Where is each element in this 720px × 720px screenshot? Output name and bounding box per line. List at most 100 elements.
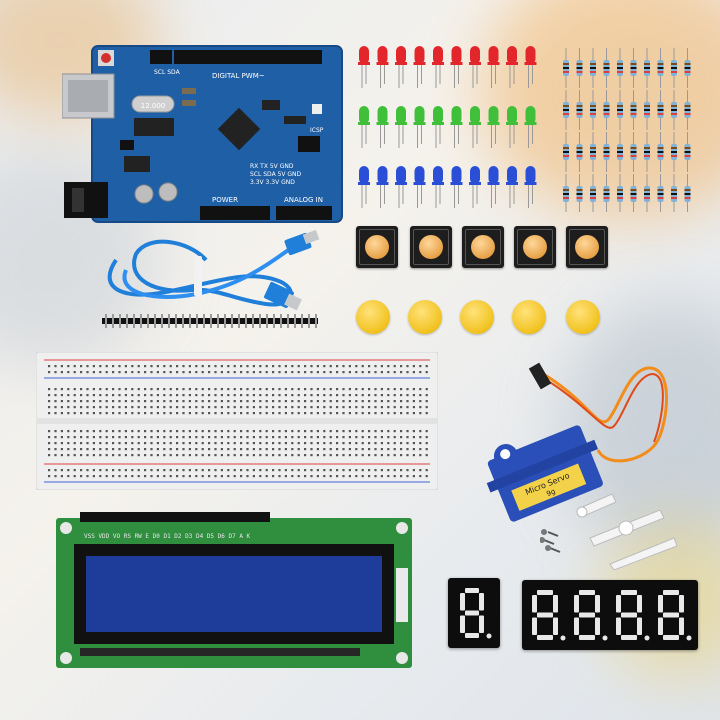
resistor [684,132,691,172]
resistor [671,48,677,88]
red-led [469,46,481,88]
green-led [395,106,407,148]
resistor [603,48,610,88]
resistor [657,132,664,172]
usb-cable [107,230,320,311]
crystal-label: 12.000 [141,102,166,110]
seven-segment-4-digit [522,580,698,650]
blue-led [506,166,518,208]
green-led [358,106,370,148]
green-led [524,106,537,148]
resistor [684,90,691,130]
red-led [432,46,444,88]
resistor [617,48,623,88]
lcd-1602: VSS VDD VO RS RW E D0 D1 D2 D3 D4 D5 D6 … [56,512,412,668]
arduino-board: 12.000 DIGITAL PWM~ SCL SDA ICSP POWER A… [62,45,343,223]
resistor [617,90,623,130]
servo-label-line2: 9g [545,487,556,498]
micro-servo: Micro Servo 9g [486,362,669,522]
blue-led [487,166,500,208]
green-led [506,106,518,148]
green-led [487,106,500,148]
green-led [432,106,444,148]
blue-led [413,166,426,208]
lcd-pin-labels: VSS VDD VO RS RW E D0 D1 D2 D3 D4 D5 D6 … [84,533,251,540]
resistor [603,90,610,130]
button-cap [408,300,442,334]
blue-led [450,166,463,208]
resistor [630,174,637,212]
red-led [450,46,463,88]
silk-rx-tx-row: RX TX 5V GND [250,163,294,170]
button-cap [356,300,390,334]
red-led [487,46,500,88]
blue-led [358,166,370,208]
blue-led [376,166,389,208]
resistor [576,90,583,130]
seven-segment-1-digit [448,578,500,648]
resistor [603,174,610,212]
resistor [644,90,650,130]
silk-power: POWER [212,196,238,204]
resistor [657,174,664,212]
resistor [563,132,569,172]
resistor [576,48,583,88]
resistor [576,174,583,212]
resistor [684,174,691,212]
resistor-grid [563,48,691,212]
resistor [671,90,677,130]
red-led [524,46,537,88]
resistor [603,132,610,172]
resistor [630,90,637,130]
silk-icsp: ICSP [310,127,324,134]
resistor [590,174,596,212]
resistor [644,132,650,172]
resistor [576,132,583,172]
red-led [358,46,370,88]
green-led [469,106,481,148]
silk-v-row: 3.3V 3.3V GND [250,179,295,186]
led-grid [358,46,537,208]
resistor [657,90,664,130]
button-cap [566,300,600,334]
resistor [563,90,569,130]
green-led [450,106,463,148]
resistor [630,132,637,172]
silk-analog: ANALOG IN [284,196,323,204]
breadboard [36,352,438,490]
push-button [514,226,556,268]
silk-digital: DIGITAL PWM~ [212,72,265,80]
silk-scl-sda: SCL SDA [154,69,181,76]
push-button [566,226,608,268]
red-led [395,46,407,88]
pin-header-pins [102,314,318,328]
blue-led [524,166,537,208]
push-button [462,226,504,268]
resistor [671,132,677,172]
resistor [630,48,637,88]
green-led [413,106,426,148]
resistor [590,48,596,88]
resistor [617,174,623,212]
red-led [413,46,426,88]
resistor [671,174,677,212]
resistor [657,48,664,88]
resistor [644,48,650,88]
resistor [684,48,691,88]
blue-led [432,166,444,208]
green-led [376,106,389,148]
resistor [644,174,650,212]
button-cap [460,300,494,334]
blue-led [395,166,407,208]
push-button [356,226,398,268]
push-button [410,226,452,268]
blue-led [469,166,481,208]
resistor [563,48,569,88]
resistor [590,132,596,172]
button-cap [512,300,546,334]
resistor [617,132,623,172]
resistor [590,90,596,130]
servo-horns [540,493,678,570]
resistor [563,174,569,212]
